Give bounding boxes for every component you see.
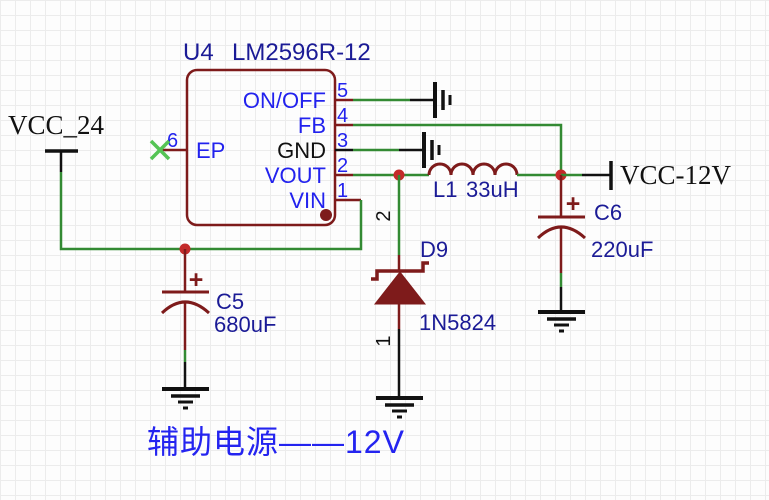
c5-plus-icon: + [189, 266, 204, 294]
c5-value[interactable]: 680uF [214, 312, 276, 337]
capacitor-c6[interactable]: + C6 220uF [536, 175, 653, 273]
ic-part-number[interactable]: LM2596R-12 [232, 39, 371, 66]
l1-ref[interactable]: L1 [433, 177, 457, 202]
pin2-number: 2 [337, 155, 348, 177]
power-port-input[interactable]: VCC_24 [8, 110, 105, 172]
c6-value[interactable]: 220uF [591, 237, 653, 262]
ground-icon[interactable] [422, 132, 441, 168]
d9-triangle [373, 271, 427, 305]
pin5-name: ON/OFF [243, 88, 326, 113]
c6-ref[interactable]: C6 [594, 200, 622, 225]
l1-value[interactable]: 33uH [466, 177, 519, 202]
wire-vin[interactable] [59, 172, 363, 251]
pin5-number: 5 [337, 80, 348, 102]
d9-pin2-number: 2 [373, 210, 395, 221]
c6-plus-icon: + [566, 190, 581, 218]
pin1-name: VIN [289, 188, 326, 213]
pin6-name: EP [196, 138, 225, 163]
ground-icon[interactable] [376, 396, 423, 419]
d9-pin1-number: 1 [373, 335, 395, 346]
inductor-l1[interactable]: L1 33uH [427, 162, 519, 202]
inductor-coils [427, 162, 519, 176]
no-connect-icon[interactable] [149, 139, 171, 161]
pin1-number: 1 [337, 180, 348, 202]
d9-schottky-bar [371, 261, 429, 281]
pin6-number: 6 [167, 130, 178, 152]
capacitor-c5[interactable]: + C5 680uF [160, 249, 276, 350]
ic-pin1-marker-dot [320, 209, 332, 221]
power-port-output[interactable]: VCC-12V [582, 160, 732, 190]
ic-body[interactable] [185, 68, 337, 227]
wire-fb[interactable] [353, 123, 563, 175]
d9-value[interactable]: 1N5824 [419, 310, 496, 335]
pin3-number: 3 [337, 130, 348, 152]
pin2-name: VOUT [265, 163, 326, 188]
pin4-number: 4 [337, 105, 348, 127]
pin3-name: GND [277, 138, 326, 163]
net-label-vcc12v[interactable]: VCC-12V [620, 160, 732, 190]
ground-icon[interactable] [538, 310, 585, 333]
net-label-vcc24[interactable]: VCC_24 [8, 110, 105, 140]
pin4-name: FB [298, 113, 326, 138]
c5-ref[interactable]: C5 [216, 289, 244, 314]
ic-u4[interactable]: U4 LM2596R-12 5 4 3 2 1 ON/OFF FB GND VO… [149, 39, 371, 227]
ground-icon[interactable] [162, 387, 209, 410]
diode-d9[interactable]: 2 1 D9 1N5824 [371, 210, 496, 347]
ic-designator[interactable]: U4 [183, 39, 214, 66]
ground-icon[interactable] [433, 82, 452, 118]
d9-ref[interactable]: D9 [420, 237, 448, 262]
schematic-caption[interactable]: 辅助电源——12V [147, 424, 405, 460]
